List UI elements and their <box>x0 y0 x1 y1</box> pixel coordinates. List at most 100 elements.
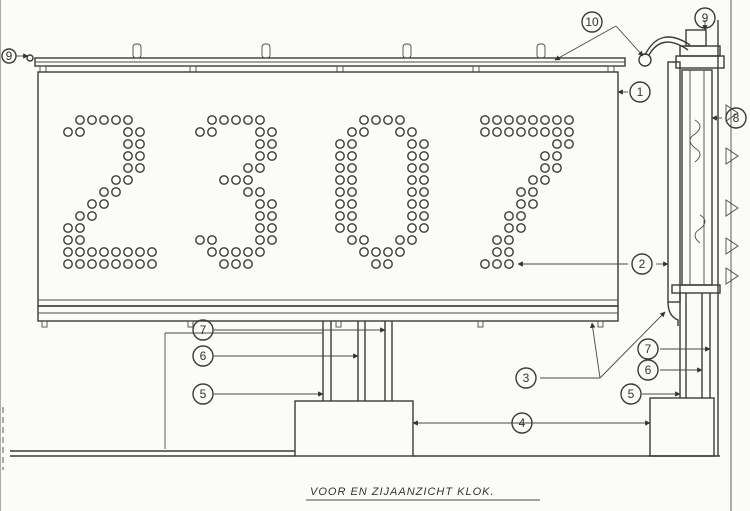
lamp-dot <box>243 187 253 197</box>
lamp-dot <box>243 247 253 257</box>
callout-8-label: 8 <box>733 111 740 125</box>
drawing-caption: VOOR EN ZIJAANZICHT KLOK. <box>310 486 495 498</box>
lamp-dot <box>395 247 405 257</box>
front-post <box>294 321 414 457</box>
lamp-dot <box>407 199 417 209</box>
lamp-dot <box>407 187 417 197</box>
lamp-dot <box>335 151 345 161</box>
lamp-dot <box>528 175 538 185</box>
callout-4: 4 <box>511 412 533 434</box>
lamp-dot <box>123 115 133 125</box>
lamp-dot <box>231 259 241 269</box>
lamp-dot <box>99 199 109 209</box>
callout-6-side: 6 <box>637 359 659 381</box>
lamp-dot <box>528 115 538 125</box>
lamp-dot <box>195 235 205 245</box>
lamp-dot <box>383 247 393 257</box>
lamp-dot <box>219 115 229 125</box>
lamp-dot <box>255 151 265 161</box>
lamp-dot <box>492 259 502 269</box>
lamp-dot <box>516 223 526 233</box>
lamp-dot <box>123 127 133 137</box>
lamp-dot <box>371 259 381 269</box>
lamp-dot <box>147 259 157 269</box>
lamp-dot <box>347 163 357 173</box>
lamp-dot <box>347 211 357 221</box>
lamp-dot <box>135 247 145 257</box>
lamp-dot <box>335 199 345 209</box>
lamp-dot <box>359 235 369 245</box>
lamp-dot <box>347 199 357 209</box>
lamp-dot <box>255 127 265 137</box>
lamp-dot <box>75 235 85 245</box>
callout-1: 1 <box>629 81 651 103</box>
lamp-dot <box>243 259 253 269</box>
callout-3: 3 <box>515 367 537 389</box>
lamp-dot <box>87 211 97 221</box>
dot-matrix-digits <box>63 115 574 269</box>
callout-5-front-label: 5 <box>200 387 207 401</box>
callout-5-side: 5 <box>620 383 642 405</box>
lamp-dot <box>111 115 121 125</box>
lamp-dot <box>231 247 241 257</box>
callout-10: 10 <box>581 11 603 33</box>
callout-9-left: 9 <box>1 48 17 64</box>
lamp-dot <box>335 139 345 149</box>
lamp-dot <box>540 151 550 161</box>
lamp-dot <box>111 175 121 185</box>
lamp-dot <box>255 199 265 209</box>
lamp-dot <box>516 115 526 125</box>
lamp-dot <box>347 235 357 245</box>
callout-6-side-label: 6 <box>645 363 652 377</box>
callout-7-front: 7 <box>192 319 214 341</box>
lamp-dot <box>480 115 490 125</box>
lamp-dot <box>135 127 145 137</box>
lamp-dot <box>255 139 265 149</box>
lamp-dot <box>407 175 417 185</box>
lamp-dot <box>75 211 85 221</box>
lamp-dot <box>123 175 133 185</box>
lamp-dot <box>267 211 277 221</box>
lamp-dot <box>347 175 357 185</box>
callout-9-top: 9 <box>694 7 716 29</box>
lamp-dot <box>347 223 357 233</box>
lamp-dot <box>63 235 73 245</box>
lamp-dot <box>255 115 265 125</box>
lamp-dot <box>87 247 97 257</box>
lamp-dot <box>335 223 345 233</box>
lamp-dot <box>504 223 514 233</box>
lamp-dot <box>207 115 217 125</box>
lamp-dot <box>347 151 357 161</box>
lamp-dot <box>419 139 429 149</box>
lamp-dot <box>516 199 526 209</box>
lamp-dot <box>359 127 369 137</box>
lamp-dot <box>383 115 393 125</box>
lamp-dot <box>407 163 417 173</box>
lamp-dot <box>492 247 502 257</box>
lamp-dot <box>504 127 514 137</box>
lamp-dot <box>371 247 381 257</box>
lamp-dot <box>419 163 429 173</box>
lamp-dot <box>564 115 574 125</box>
lamp-dot <box>87 199 97 209</box>
lamp-dot <box>480 127 490 137</box>
lamp-dot <box>63 223 73 233</box>
lamp-dot <box>207 247 217 257</box>
lamp-dot <box>243 175 253 185</box>
callout-7-side: 7 <box>637 338 659 360</box>
lamp-dot <box>135 139 145 149</box>
lamp-dot <box>335 175 345 185</box>
lamp-dot <box>552 139 562 149</box>
lamp-dot <box>516 211 526 221</box>
lamp-dot <box>207 235 217 245</box>
lamp-dot <box>195 127 205 137</box>
lamp-dot <box>516 187 526 197</box>
callout-3-label: 3 <box>523 371 530 385</box>
callout-4-label: 4 <box>519 416 526 430</box>
lamp-dot <box>63 127 73 137</box>
sheet-frame <box>0 0 732 511</box>
leader-lines <box>16 20 722 426</box>
lamp-dot <box>111 259 121 269</box>
lamp-dot <box>504 211 514 221</box>
lamp-dot <box>243 163 253 173</box>
